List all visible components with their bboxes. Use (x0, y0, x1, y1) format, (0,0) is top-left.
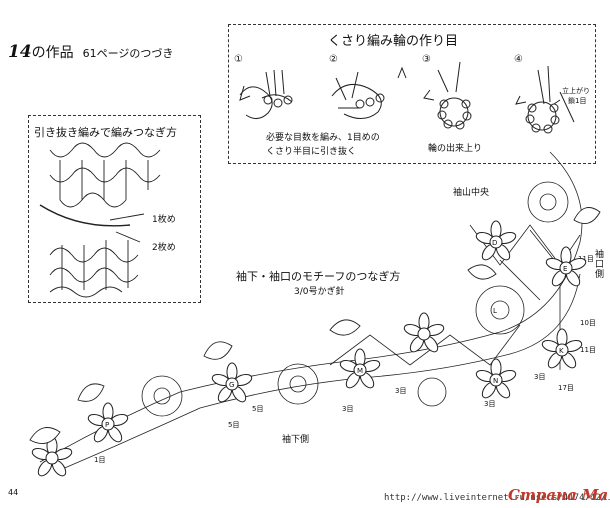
join-lace (39, 142, 161, 298)
leaves (29, 207, 601, 445)
count-label: 3目 (484, 400, 496, 408)
caption-line-2: くさり半目に引き抜く (266, 147, 357, 157)
watermark: Страна Мам (508, 486, 610, 504)
count-label: 3目 (342, 405, 354, 413)
step-4-illustration (515, 65, 575, 134)
svg-text:N: N (493, 377, 498, 385)
step-3: ③ (422, 54, 431, 65)
step-2: ② (329, 54, 338, 65)
first-piece-label: 1枚め (152, 215, 176, 225)
count-label: 11目 (580, 346, 596, 354)
step-1: ① (234, 54, 243, 65)
count-label: 10目 (580, 319, 596, 327)
count-label: 11目 (578, 255, 594, 263)
source-url: http://www.liveinternet.ru/users/4174742… (384, 493, 607, 503)
svg-text:D: D (492, 239, 497, 247)
step-4: ④ (514, 54, 523, 65)
svg-text:G: G (229, 381, 234, 389)
step-1-illustration (239, 69, 293, 119)
page-number: 44 (8, 488, 19, 497)
svg-text:E: E (563, 265, 567, 273)
continued-note: 61ページのつづき (82, 47, 174, 60)
motif-letters: D E L K N M G P (105, 239, 567, 429)
join-box (28, 115, 201, 303)
rise-label-1: 立上がり (562, 87, 590, 95)
ring-done-label: 輪の出来上り (428, 144, 483, 154)
chain-ring-box (228, 24, 596, 164)
count-label: 5目 (228, 421, 240, 429)
step-2-illustration (331, 66, 407, 119)
chain-ring-title: くさり編み輪の作り目 (328, 34, 459, 49)
count-label: 17目 (558, 384, 574, 392)
rise-label-2: 鎖1目 (568, 97, 587, 105)
svg-text:M: M (357, 367, 363, 375)
caption-line-1: 必要な目数を編み、1目めの (266, 133, 380, 143)
shoulder-center-label: 袖山中央 (453, 188, 490, 198)
step-3-illustration (423, 61, 472, 130)
svg-text:P: P (105, 421, 109, 429)
work-number: 14 (8, 42, 32, 62)
svg-text:K: K (559, 347, 564, 355)
daisy-motifs (141, 181, 569, 417)
svg-text:L: L (493, 307, 497, 315)
count-label: 1目 (94, 456, 106, 464)
hook-size: 3/0号かぎ針 (294, 287, 345, 297)
join-title: 引き抜き編みで編みつなぎ方 (34, 126, 177, 139)
motif-flowers (31, 220, 587, 477)
page-heading: 14の作品 61ページのつづき (8, 42, 173, 62)
underarm-side-label: 袖下側 (282, 435, 310, 445)
count-label: 3目 (395, 387, 407, 395)
work-suffix: の作品 (31, 45, 74, 61)
diagram-title: 袖下・袖口のモチーフのつなぎ方 (236, 270, 401, 283)
second-piece-label: 2枚め (152, 243, 176, 253)
cuff-side-label: 袖口側 (595, 250, 605, 280)
count-label: 5目 (252, 405, 264, 413)
count-label: 3目 (534, 373, 546, 381)
